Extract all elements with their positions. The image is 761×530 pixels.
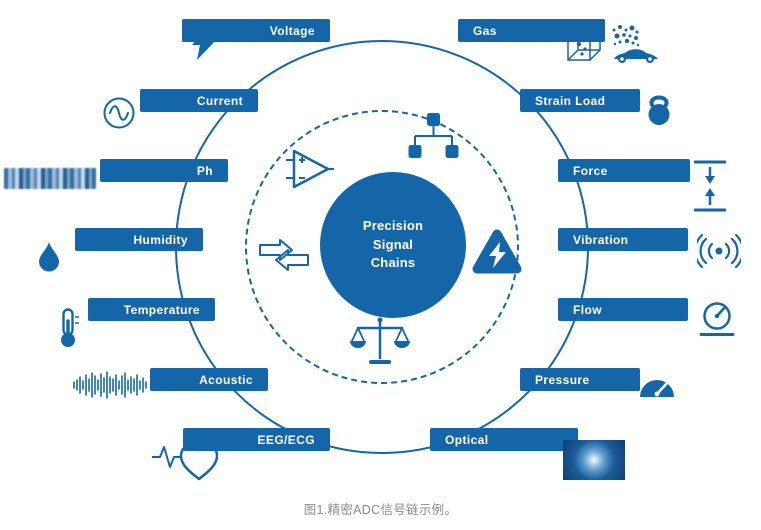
transfer-arrows-icon — [258, 237, 310, 273]
kettlebell-weight-icon — [645, 92, 673, 126]
sensor-bar-temperature: Temperature — [88, 298, 215, 321]
flow-meter-icon — [698, 300, 736, 338]
center-hub: Precision Signal Chains — [320, 172, 466, 318]
label-acoustic: Acoustic — [199, 372, 253, 387]
hub-line-3: Chains — [370, 255, 416, 271]
figure-caption: 图1.精密ADC信号链示例。 — [303, 503, 458, 517]
sensor-bar-flow: Flow — [558, 298, 688, 321]
sensor-bar-optical: Optical — [430, 428, 578, 451]
sine-wave-icon — [103, 97, 135, 129]
sensor-bar-ph: Ph — [100, 159, 228, 182]
label-voltage: Voltage — [269, 23, 315, 38]
label-gas: Gas — [473, 23, 497, 38]
light-burst-icon — [563, 440, 625, 480]
label-optical: Optical — [445, 432, 489, 447]
pressure-gauge-icon — [638, 369, 676, 399]
label-humidity: Humidity — [133, 232, 188, 247]
label-flow: Flow — [573, 302, 602, 317]
sensor-bar-eeg-ecg: EEG/ECG — [183, 428, 330, 451]
sensor-bar-acoustic: Acoustic — [150, 368, 268, 391]
power-bolt-triangle-icon — [472, 226, 522, 280]
label-force: Force — [573, 163, 608, 178]
sensor-bar-strain-load: Strain Load — [520, 89, 640, 112]
op-amp-icon — [286, 145, 334, 193]
water-droplet-icon — [38, 240, 60, 272]
label-current: Current — [196, 93, 243, 108]
heart-ecg-icon — [152, 437, 218, 483]
label-ph: Ph — [196, 163, 213, 178]
sensor-bar-force: Force — [558, 159, 690, 182]
label-eeg-ecg: EEG/ECG — [257, 432, 315, 447]
signal-chain-network-icon — [402, 112, 462, 164]
dashed-circle — [245, 110, 519, 384]
gas-particles-icon — [610, 24, 640, 48]
compression-arrows-icon — [694, 160, 726, 212]
car-icon — [612, 44, 660, 64]
label-pressure: Pressure — [535, 372, 590, 387]
balance-scales-icon — [350, 316, 410, 368]
ripple-waves-icon — [697, 230, 741, 272]
sensor-bar-current: Current — [140, 89, 258, 112]
sensor-bar-vibration: Vibration — [558, 228, 688, 251]
label-strain-load: Strain Load — [535, 93, 606, 108]
sensor-bar-humidity: Humidity — [75, 228, 203, 251]
sensor-bar-pressure: Pressure — [520, 368, 640, 391]
hub-line-1: Precision — [362, 217, 424, 233]
hub-line-2: Signal — [372, 236, 414, 252]
sensor-bar-voltage: Voltage — [182, 19, 330, 42]
sensor-bar-gas: Gas — [458, 19, 605, 42]
label-temperature: Temperature — [123, 302, 200, 317]
sound-waveform-icon — [72, 371, 148, 399]
ph-test-strip-icon — [4, 168, 96, 189]
label-vibration: Vibration — [573, 232, 629, 247]
gas-cube-icon — [566, 26, 602, 62]
lightning-bolt-icon — [192, 26, 218, 60]
thermometer-icon — [56, 308, 80, 348]
